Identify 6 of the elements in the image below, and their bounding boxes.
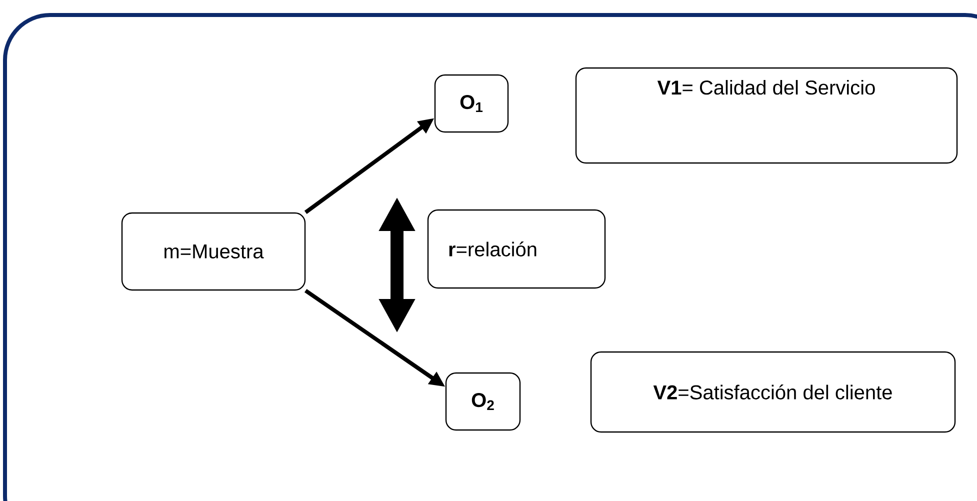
process-box: V2=Satisfacción del cliente xyxy=(590,351,956,433)
process-box: r=relación xyxy=(427,209,606,289)
process-box: O$_{2}$ xyxy=(445,372,521,431)
process-box: m=Muestra xyxy=(121,212,306,291)
process-box: O$_{1}$ xyxy=(434,74,509,133)
process-box: V1= Calidad del Servicio xyxy=(575,67,958,164)
